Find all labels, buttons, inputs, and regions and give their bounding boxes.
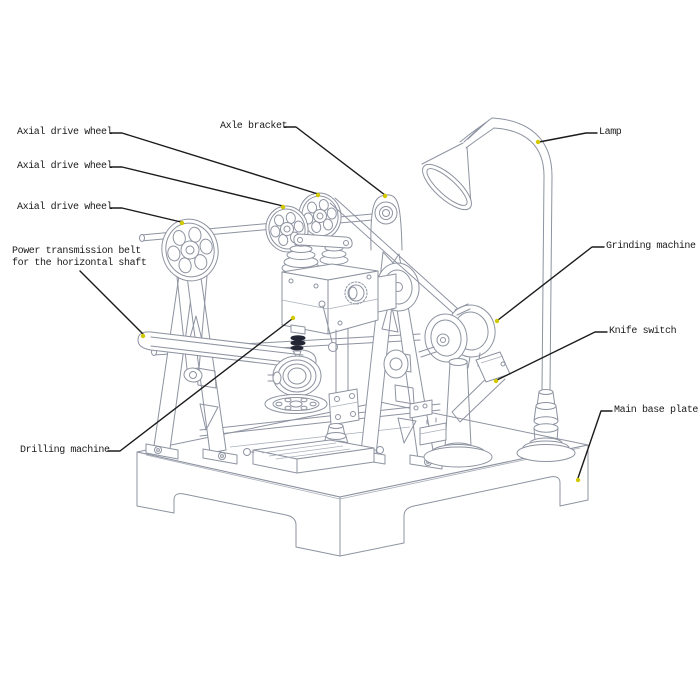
handwheel-drawing [264,394,328,414]
leader-line-axial-drive-wheel-3 [109,207,182,223]
cross-slide-table-drawing [243,439,384,474]
leader-line-drilling-machine [107,318,293,452]
drilling-machine-drawing [243,233,397,474]
bevel-gear-drawing [344,281,368,305]
anchor-dot-grinding-machine [494,318,500,324]
anchor-dot-lamp [535,139,541,145]
leader-line-axle-bracket [283,126,386,196]
anchor-dot-axial-drive-wheel-1 [315,192,321,198]
leader-lines-layer [79,126,613,483]
leader-line-axial-drive-wheel-1 [109,132,319,195]
anchor-dot-main-base-plate [575,477,581,483]
spindle-pulley-drawing [267,355,322,397]
anchor-dot-axial-drive-wheel-2 [280,204,286,210]
leader-line-lamp [538,132,598,143]
anchor-dot-knife-switch [493,378,499,384]
leader-line-main-base-plate [577,410,613,479]
leader-line-grinding-machine [497,246,605,321]
axle-bracket-drawing [370,194,403,251]
grinder-belt-drawing [329,197,459,314]
leader-line-knife-switch [496,331,608,381]
lamp-drawing [421,117,576,462]
leader-line-axial-drive-wheel-2 [109,166,284,207]
anchor-dot-axle-bracket [382,193,388,199]
leader-line-power-transmission-belt [79,270,144,335]
lamp-base-drawing [516,389,576,462]
lamp-shade-drawing [421,142,472,211]
anchor-dot-drilling-machine [290,315,296,321]
feed-handle-drawing [328,342,338,352]
left-stand-drawing [145,261,238,465]
anchor-dot-axial-drive-wheel-3 [179,220,185,226]
grinding-machine-drawing [409,303,511,468]
anchor-dot-power-transmission-belt [140,333,146,339]
knife-switch-drawing [451,351,511,423]
axial-drive-wheel-left-drawing [161,218,219,282]
